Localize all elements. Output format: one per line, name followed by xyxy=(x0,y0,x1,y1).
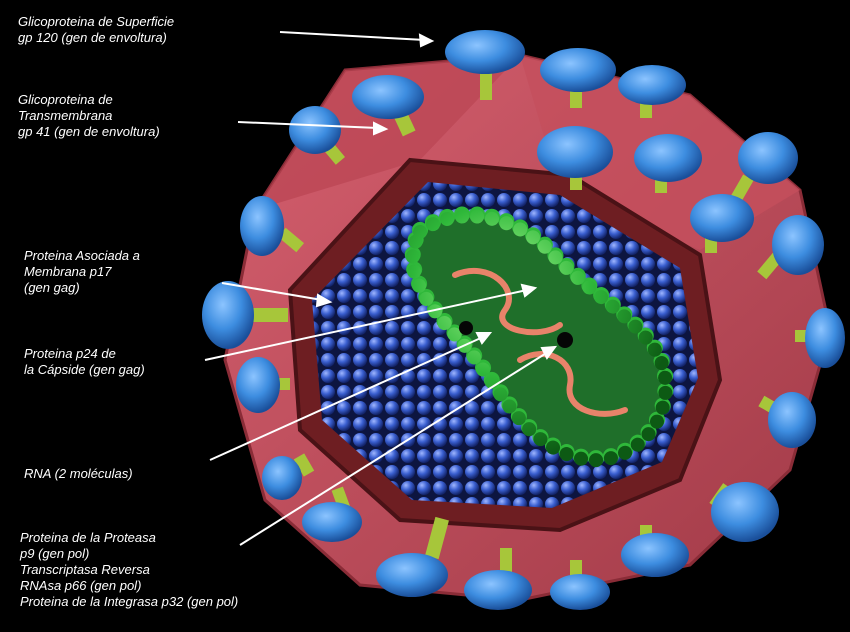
label-gp41: Glicoproteina de Transmembrana gp 41 (ge… xyxy=(18,92,160,140)
label-rna: RNA (2 moléculas) xyxy=(24,466,133,482)
label-enzymes: Proteina de la Proteasa p9 (gen pol) Tra… xyxy=(20,530,238,610)
arrow-gp120 xyxy=(280,32,425,40)
label-p24: Proteina p24 de la Cápside (gen gag) xyxy=(24,346,145,378)
enzyme-dot xyxy=(557,332,573,348)
label-p17: Proteina Asociada a Membrana p17 (gen ga… xyxy=(24,248,140,296)
enzyme-dot xyxy=(459,321,473,335)
label-gp120: Glicoproteina de Superficie gp 120 (gen … xyxy=(18,14,174,46)
